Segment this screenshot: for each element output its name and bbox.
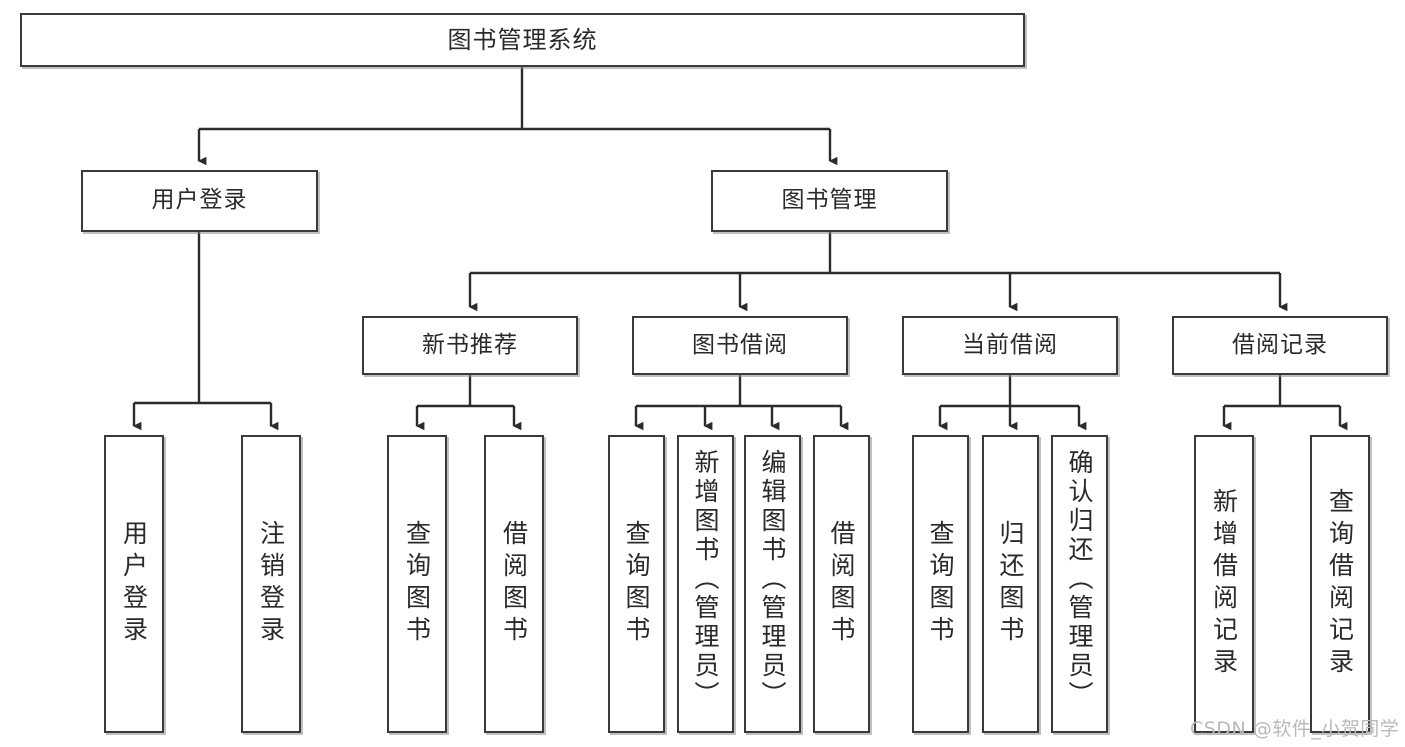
node-label: 新增借阅记录 <box>1209 488 1239 680</box>
node-label: 确认归还（管理员） <box>1065 449 1094 710</box>
node-book-borrow[interactable]: 图书借阅 <box>632 316 848 375</box>
leaf-borrow-record-add-record[interactable]: 新增借阅记录 <box>1194 435 1254 733</box>
node-label: 借阅图书 <box>827 520 856 648</box>
node-label: 新书推荐 <box>422 331 518 358</box>
leaf-current-borrow-confirm-return-admin[interactable]: 确认归还（管理员） <box>1051 435 1108 733</box>
node-label: 借阅图书 <box>499 520 529 648</box>
node-user-login[interactable]: 用户登录 <box>81 170 318 232</box>
node-book-management[interactable]: 图书管理 <box>711 170 948 232</box>
csdn-watermark: CSDN @软件_小贺同学 <box>1190 718 1400 740</box>
node-label: 图书管理 <box>781 187 878 214</box>
node-label: 用户登录 <box>151 187 248 214</box>
node-current-borrow[interactable]: 当前借阅 <box>902 316 1118 375</box>
node-label: 借阅记录 <box>1232 331 1328 358</box>
leaf-book-borrow-add-book-admin[interactable]: 新增图书（管理员） <box>677 435 734 733</box>
node-root-book-management-system[interactable]: 图书管理系统 <box>20 13 1025 67</box>
node-label: 查询图书 <box>926 520 955 648</box>
node-label: 查询图书 <box>402 520 432 648</box>
leaf-borrow-record-query-record[interactable]: 查询借阅记录 <box>1310 435 1370 733</box>
node-label: 编辑图书（管理员） <box>758 449 787 710</box>
node-label: 注销登录 <box>256 520 286 648</box>
leaf-new-book-borrow-book[interactable]: 借阅图书 <box>484 435 544 733</box>
node-borrow-record[interactable]: 借阅记录 <box>1172 316 1388 375</box>
node-label: 查询图书 <box>622 520 651 648</box>
node-label: 当前借阅 <box>962 331 1058 358</box>
leaf-new-book-query-book[interactable]: 查询图书 <box>387 435 447 733</box>
leaf-user-login-logout[interactable]: 注销登录 <box>241 435 301 733</box>
leaf-book-borrow-edit-book-admin[interactable]: 编辑图书（管理员） <box>744 435 801 733</box>
node-label: 新增图书（管理员） <box>691 449 720 710</box>
leaf-book-borrow-borrow-book[interactable]: 借阅图书 <box>813 435 870 733</box>
leaf-user-login-login[interactable]: 用户登录 <box>104 435 164 733</box>
node-label: 归还图书 <box>996 520 1025 648</box>
leaf-current-borrow-query-book[interactable]: 查询图书 <box>912 435 969 733</box>
leaf-current-borrow-return-book[interactable]: 归还图书 <box>982 435 1039 733</box>
node-label: 图书管理系统 <box>447 25 598 54</box>
node-new-book-recommend[interactable]: 新书推荐 <box>362 316 578 375</box>
leaf-book-borrow-query-book[interactable]: 查询图书 <box>608 435 665 733</box>
node-label: 查询借阅记录 <box>1325 488 1355 680</box>
node-label: 用户登录 <box>119 520 149 648</box>
node-label: 图书借阅 <box>692 331 788 358</box>
